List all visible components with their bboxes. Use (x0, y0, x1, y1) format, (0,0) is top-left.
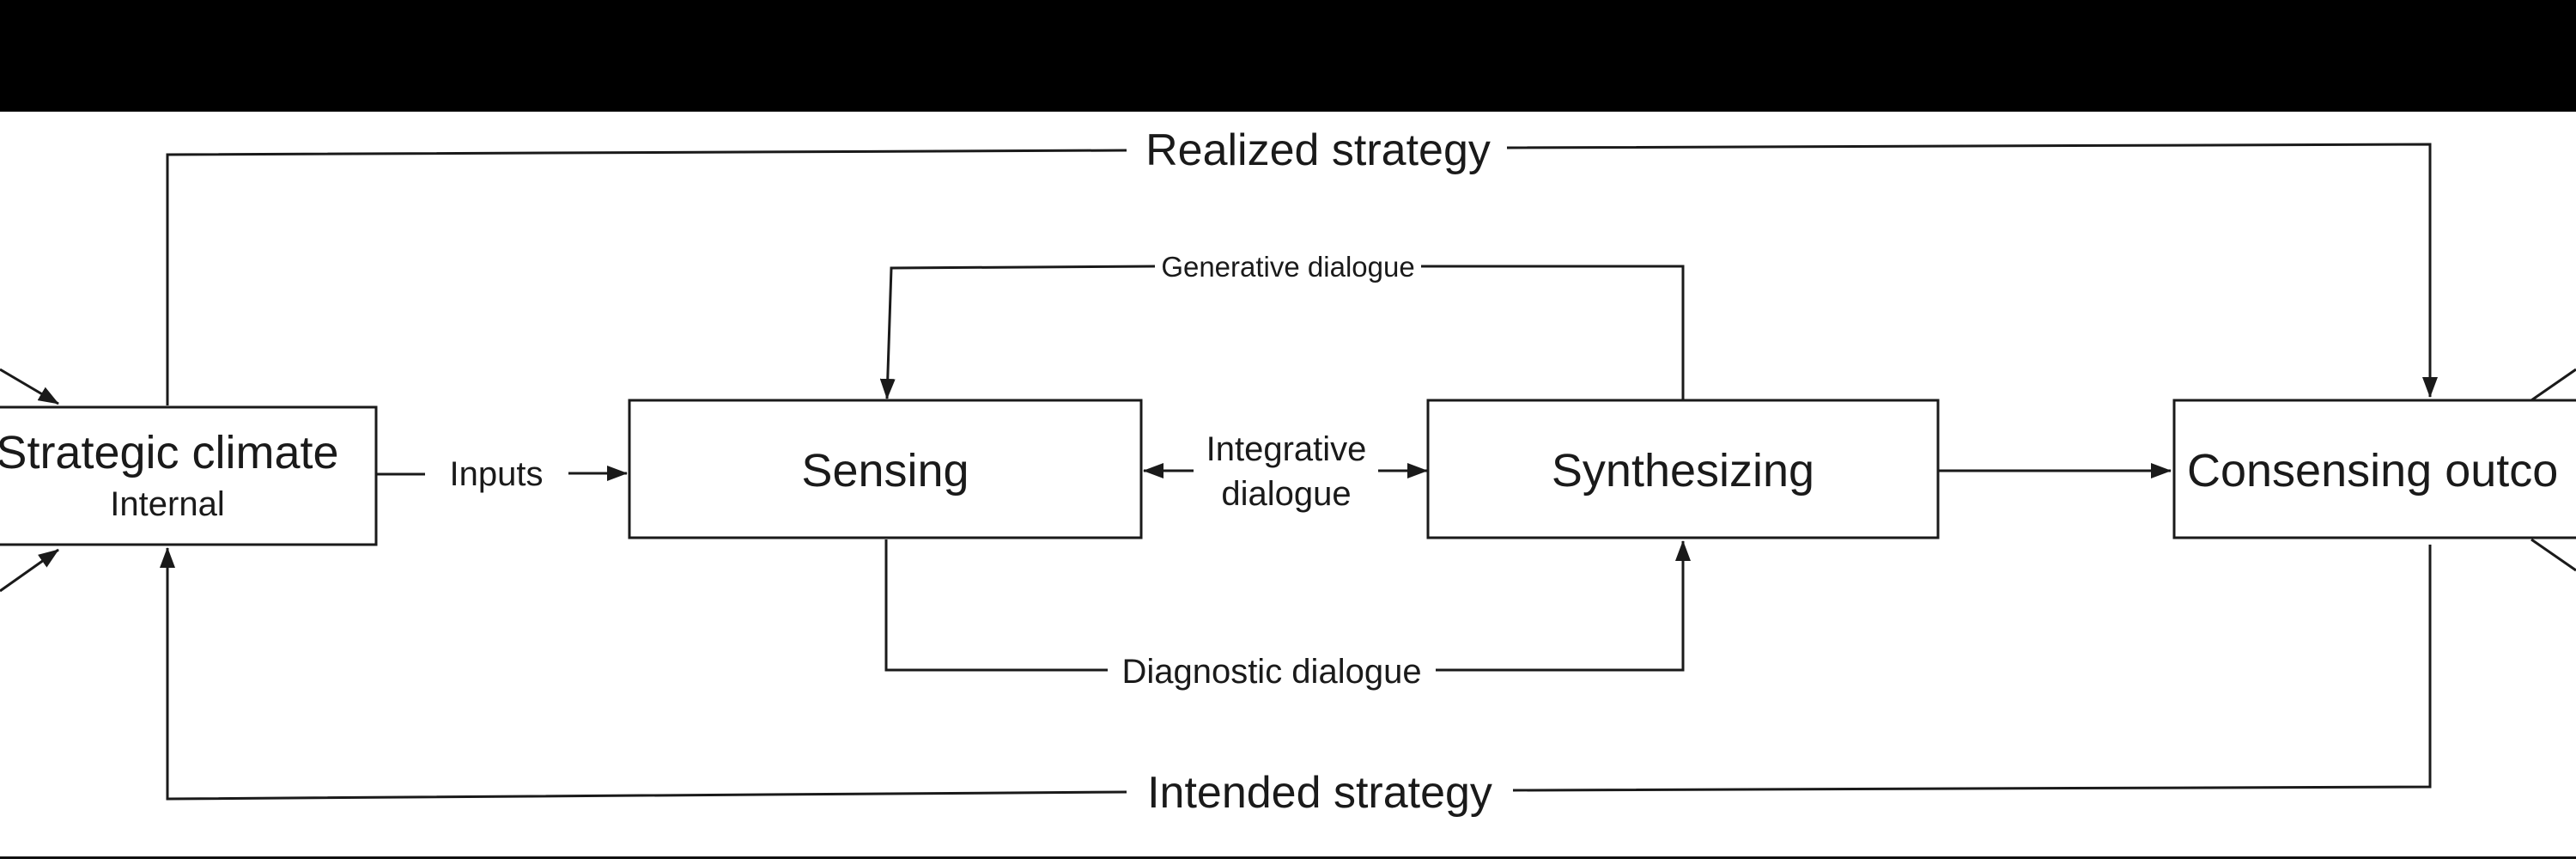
top-black-banner (0, 0, 2576, 112)
consensing-outcomes-node: Consensing outco (2172, 399, 2576, 539)
right-upper-external-line (2530, 368, 2576, 402)
consensing-outcomes-title: Consensing outco (2187, 445, 2558, 497)
left-upper-external-arrow (0, 368, 59, 405)
inputs-label: Inputs (450, 455, 544, 493)
generative-dialogue-connector-right (1421, 265, 1685, 400)
diagnostic-dialogue-connector-right (1436, 540, 1691, 672)
strategic-climate-node: Strategic climate Internal (0, 405, 378, 546)
integrative-dialogue-label-line2: dialogue (1221, 475, 1351, 513)
intended-strategy-label: Intended strategy (1147, 768, 1492, 818)
diagnostic-dialogue-connector-left (884, 539, 1108, 672)
strategic-climate-title: Strategic climate (0, 427, 339, 478)
right-lower-external-line (2530, 538, 2576, 572)
strategic-climate-subtitle: Internal (110, 485, 224, 523)
integrative-dialogue-label-line1: Integrative (1206, 430, 1367, 468)
synthesizing-title: Synthesizing (1552, 445, 1814, 497)
realized-strategy-connector (166, 149, 1127, 405)
diagnostic-dialogue-label: Diagnostic dialogue (1121, 653, 1421, 691)
sensing-title: Sensing (801, 445, 969, 497)
realized-strategy-connector-right (1506, 143, 2438, 398)
left-lower-external-arrow (0, 548, 59, 593)
sensing-node: Sensing (628, 399, 1143, 539)
realized-strategy-label: Realized strategy (1145, 125, 1491, 175)
generative-dialogue-connector-left (879, 265, 1156, 399)
synthesizing-node: Synthesizing (1426, 399, 1940, 539)
generative-dialogue-label: Generative dialogue (1161, 251, 1414, 283)
bottom-border-line (0, 856, 2576, 859)
intended-strategy-connector (160, 547, 1127, 801)
intended-strategy-connector-right (1512, 545, 2432, 792)
